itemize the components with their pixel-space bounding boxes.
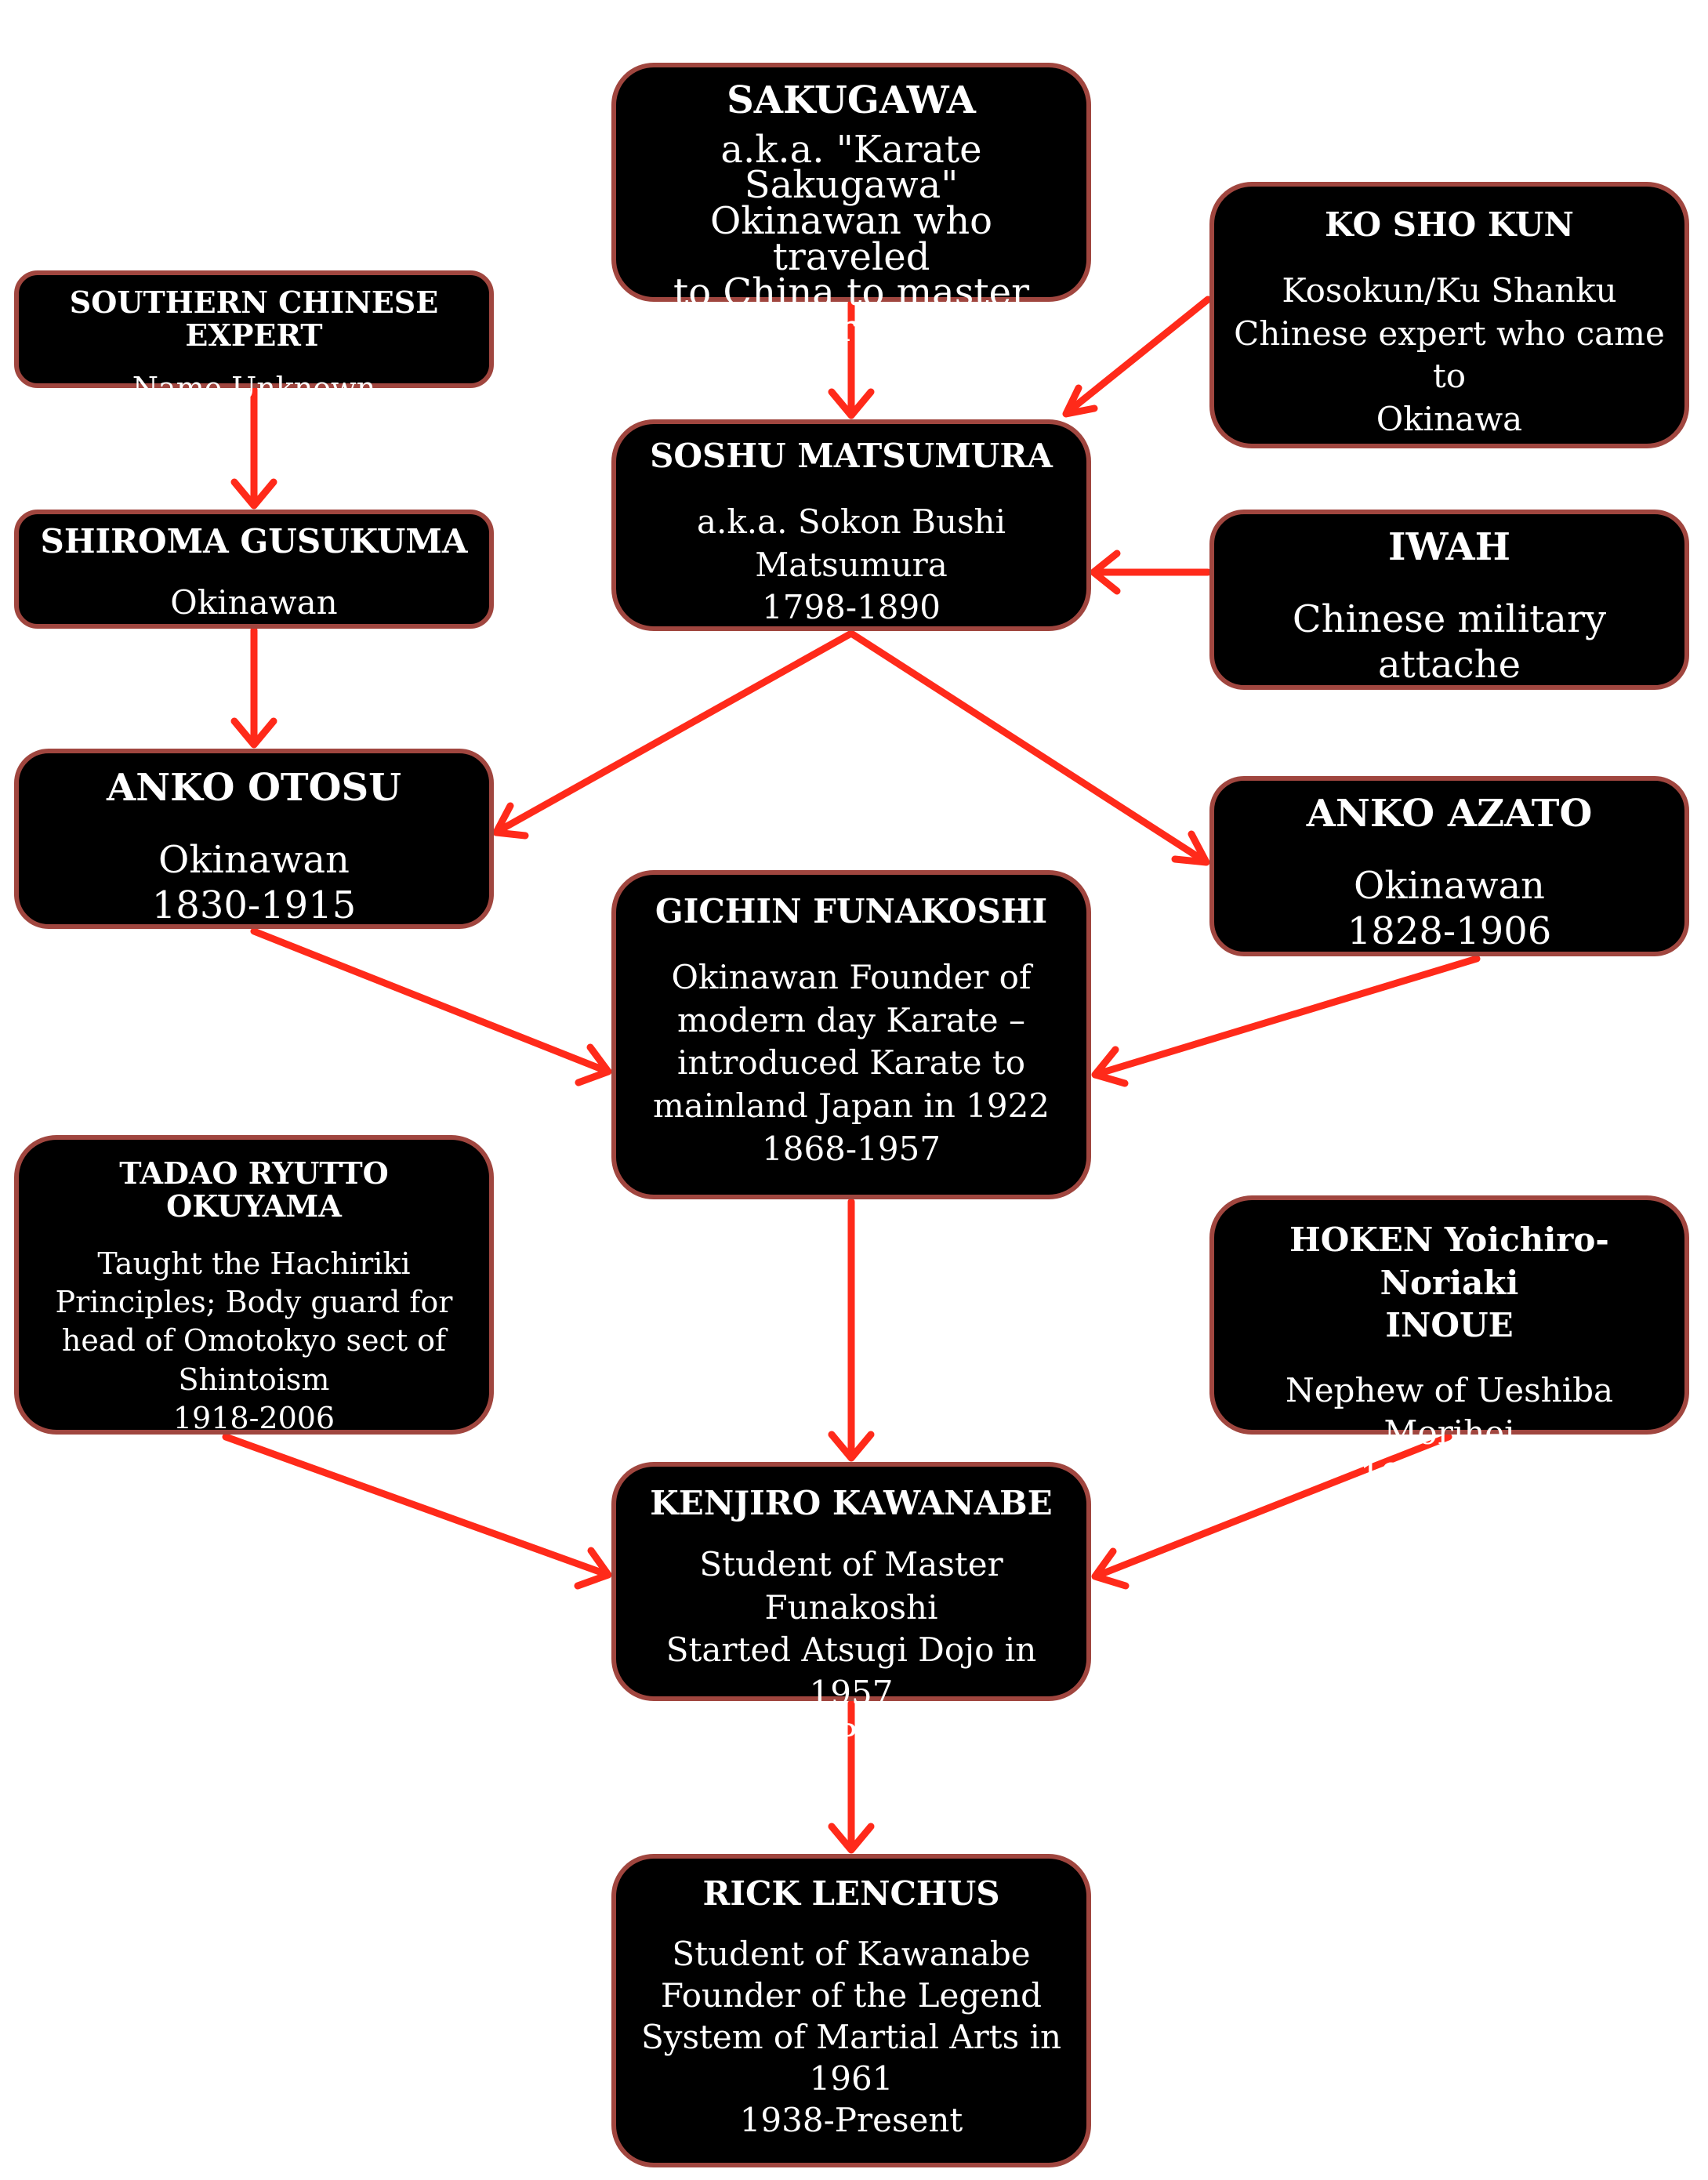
arrow-shiroma-to-otosu: [230, 626, 277, 749]
node-title: SOSHU MATSUMURA: [650, 437, 1053, 475]
node-line: Matsumura: [755, 545, 948, 584]
node-details: Student of Master Funakoshi Started Atsu…: [629, 1543, 1074, 1757]
node-details: Student of Kawanabe Founder of the Legen…: [641, 1934, 1061, 2142]
node-details: a.k.a. "Karate Sakugawa" Okinawan who tr…: [629, 127, 1074, 386]
arrow-okuyama-to-kawanabe: [222, 1433, 612, 1590]
node-line: 1868-1957: [762, 1129, 941, 1168]
node-line: 1828-1906: [1347, 909, 1552, 954]
node-title: SOUTHERN CHINESE EXPERT: [69, 285, 439, 353]
node-line: 1902-1994: [1360, 1456, 1539, 1495]
node-line: Name Unknown: [132, 370, 376, 405]
arrow-soshu-to-azato: [847, 629, 1210, 866]
node-line: Student of Master Funakoshi: [699, 1545, 1003, 1627]
node-line: Student of Kawanabe: [672, 1935, 1031, 1974]
node-title: KO SHO KUN: [1325, 205, 1574, 244]
node-details: Chinese military attache 1664: [1227, 597, 1672, 735]
node-line: introduced Karate to: [676, 1043, 1026, 1083]
arrow-azato-to-funakoshi: [1091, 955, 1481, 1087]
node-line: Shintoism: [178, 1362, 330, 1397]
arrow-koshokun-to-soshu: [1062, 296, 1212, 418]
node-line: Chinese expert who came to: [1234, 314, 1665, 396]
node-line: Early 1600s: [737, 342, 966, 386]
node-title: TADAO RYUTTO OKUYAMA: [119, 1155, 389, 1224]
node-ko-sho-kun: KO SHO KUN Kosokun/Ku Shanku Chinese exp…: [1209, 182, 1689, 481]
node-shiroma-gusukuma: SHIROMA GUSUKUMA Okinawan: [14, 510, 494, 629]
node-line: Okinawan: [1354, 863, 1545, 908]
node-title-line: INOUE: [1385, 1306, 1514, 1345]
node-details: Kosokun/Ku Shanku Chinese expert who cam…: [1227, 270, 1672, 484]
node-line: System of Martial Arts in: [640, 2018, 1062, 2056]
node-tadao-ryutto-okuyama: TADAO RYUTTO OKUYAMA Taught the Hachirik…: [14, 1135, 494, 1435]
node-line: Okinawan Founder of: [671, 958, 1032, 997]
node-details: Nephew of Ueshiba Morihei 1902-1994: [1227, 1369, 1672, 1498]
node-soshu-matsumura: SOSHU MATSUMURA a.k.a. Sokon Bushi Matsu…: [611, 419, 1091, 631]
node-line: Okinawa: [1376, 399, 1523, 438]
node-line: 1961: [809, 2058, 894, 2098]
node-details: Okinawan 1828-1906: [1347, 863, 1552, 955]
node-line: to China to master Karate: [673, 270, 1030, 350]
arrow-otosu-to-funakoshi: [250, 927, 612, 1086]
node-line: 1664: [1407, 442, 1492, 481]
node-line: Kosokun/Ku Shanku: [1282, 271, 1617, 310]
node-line: Okinawan who traveled: [709, 198, 993, 279]
node-line: head of Omotokyo sect of: [61, 1323, 447, 1358]
node-line: 1830-1915: [151, 883, 357, 928]
node-line: Okinawan: [170, 583, 338, 622]
node-details: Okinawan: [170, 583, 337, 622]
node-title: ANKO AZATO: [1306, 792, 1593, 836]
node-details: a.k.a. Sokon Bushi Matsumura 1798-1890: [697, 501, 1006, 629]
node-iwah: IWAH Chinese military attache 1664: [1209, 510, 1689, 733]
node-line: modern day Karate –: [677, 1000, 1025, 1039]
node-title: IWAH: [1388, 525, 1510, 569]
arrow-soshu-to-otosu: [492, 629, 855, 840]
node-details: Name Unknown: [132, 371, 375, 407]
node-anko-otosu: ANKO OTOSU Okinawan 1830-1915: [14, 749, 494, 929]
node-line: 1918-2006: [172, 1401, 335, 1436]
node-line: Taught the Hachiriki: [97, 1246, 411, 1281]
node-gichin-funakoshi: GICHIN FUNAKOSHI Okinawan Founder of mod…: [611, 870, 1091, 1199]
node-title: SAKUGAWA: [727, 78, 976, 122]
arrow-southern-to-shiroma: [230, 386, 277, 510]
node-hoken-inoue: HOKEN Yoichiro-Noriaki INOUE Nephew of U…: [1209, 1195, 1689, 1495]
node-details: Okinawan Founder of modern day Karate – …: [653, 956, 1050, 1170]
node-line: Started Atsugi Dojo in 1957: [665, 1630, 1037, 1712]
node-kenjiro-kawanabe: KENJIRO KAWANABE Student of Master Funak…: [611, 1462, 1091, 1755]
node-title: ANKO OTOSU: [107, 766, 401, 810]
node-line: Chinese military attache: [1292, 597, 1607, 687]
node-line: a.k.a. Sokon Bushi: [696, 502, 1006, 542]
node-title: RICK LENCHUS: [702, 1874, 1000, 1913]
node-details: Okinawan 1830-1915: [152, 837, 357, 929]
node-line: 1798-1890: [762, 588, 941, 627]
node-southern-chinese-expert: SOUTHERN CHINESE EXPERT Name Unknown: [14, 270, 494, 405]
node-line: 1664: [1401, 688, 1498, 733]
node-line: mainland Japan in 1922: [652, 1086, 1050, 1125]
node-line: 1938-Present: [739, 2100, 963, 2139]
arrow-iwah-to-soshu: [1090, 550, 1212, 595]
arrow-funakoshi-to-kawanabe: [828, 1198, 875, 1462]
arrow-kawanabe-to-lenchus: [828, 1699, 875, 1854]
node-sakugawa: SAKUGAWA a.k.a. "Karate Sakugawa" Okinaw…: [611, 63, 1091, 383]
node-line: Okinawan: [158, 837, 350, 882]
node-line: a.k.a. "Karate Sakugawa": [720, 127, 982, 208]
node-title: HOKEN Yoichiro-Noriaki INOUE: [1227, 1219, 1672, 1348]
arrow-sakugawa-to-soshu: [828, 299, 875, 419]
node-anko-azato: ANKO AZATO Okinawan 1828-1906: [1209, 776, 1689, 956]
node-details: Taught the Hachiriki Principles; Body gu…: [56, 1245, 453, 1438]
node-title: GICHIN FUNAKOSHI: [655, 892, 1048, 930]
node-title: SHIROMA GUSUKUMA: [40, 522, 468, 560]
node-line: Principles; Body guard for: [55, 1284, 453, 1319]
node-title: KENJIRO KAWANABE: [650, 1484, 1053, 1522]
node-line: 1931-Present: [739, 1716, 963, 1755]
node-line: Founder of the Legend: [660, 1976, 1043, 2015]
node-line: Nephew of Ueshiba Morihei: [1285, 1370, 1614, 1453]
node-rick-lenchus: RICK LENCHUS Student of Kawanabe Founder…: [611, 1854, 1091, 2167]
node-title-line: HOKEN Yoichiro-Noriaki: [1289, 1221, 1609, 1302]
arrow-hoken-to-kawanabe: [1091, 1433, 1452, 1590]
